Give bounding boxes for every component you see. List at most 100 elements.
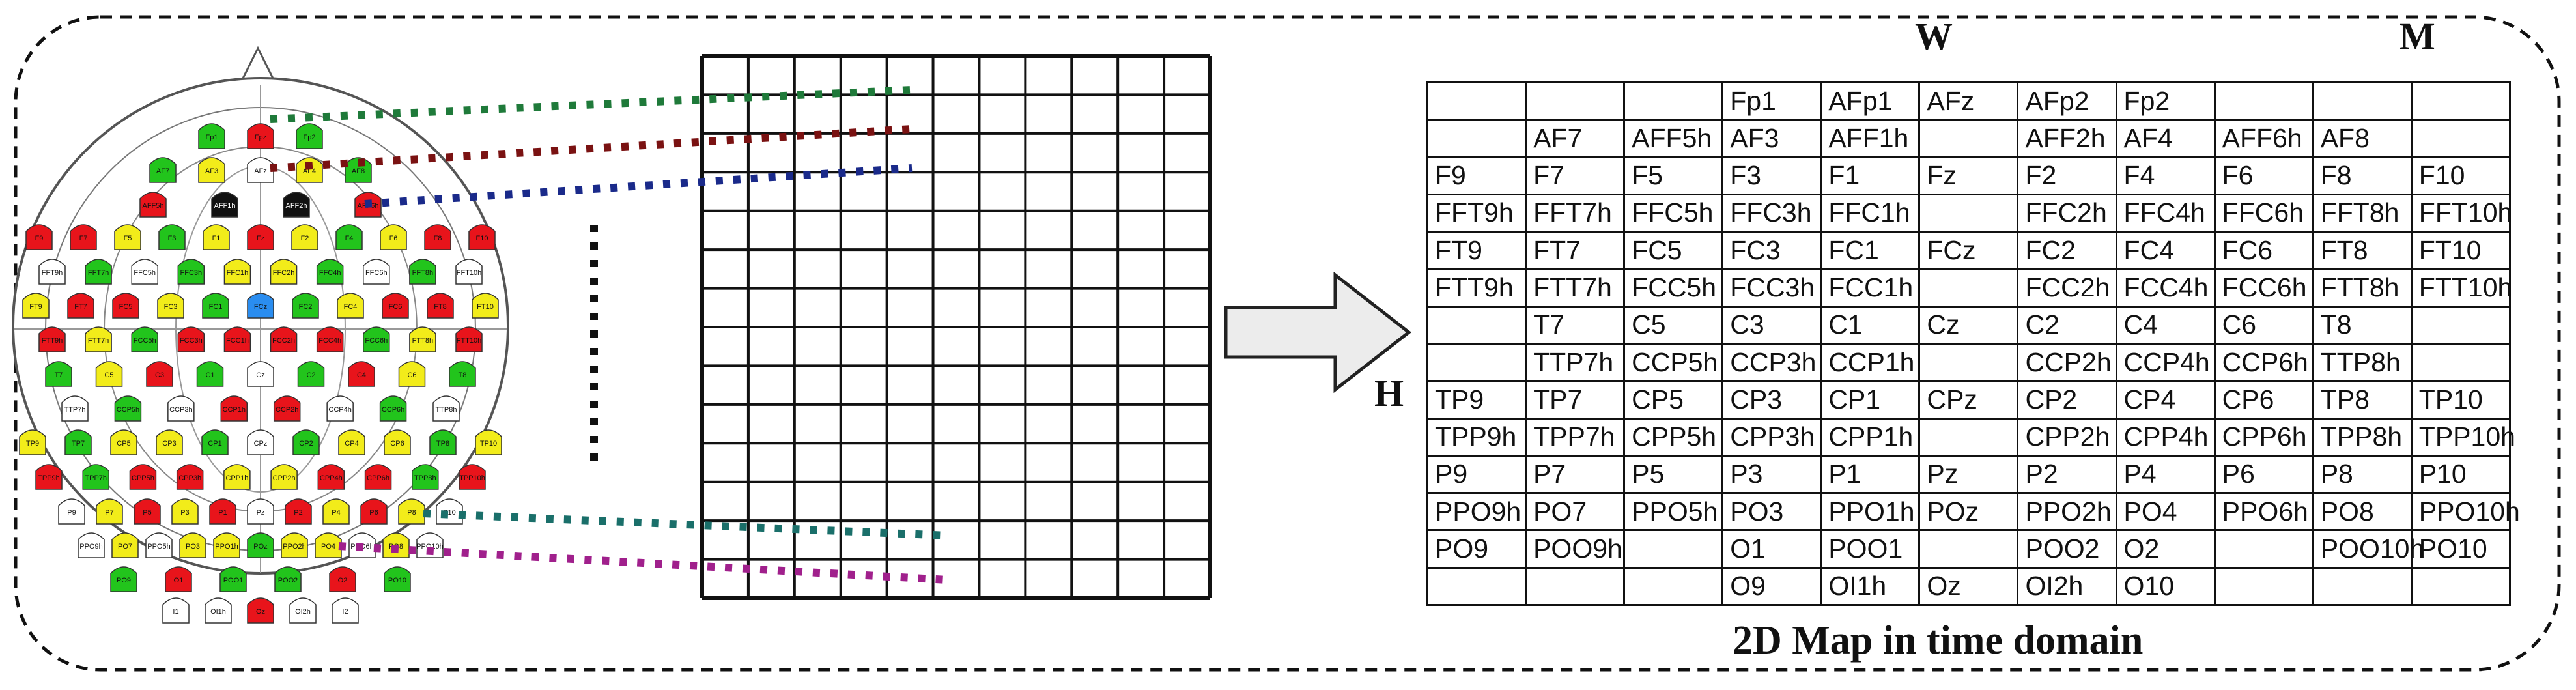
electrode-marker [455,259,483,285]
electrode-label: PPO10h [416,543,444,551]
electrode-label: FTT7h [88,337,109,345]
electrode-label: P1 [218,509,227,517]
electrode-ft7: FT7 [67,293,94,319]
table-cell [1426,566,1527,607]
electrode-label: CCP5h [117,406,139,414]
electrode-label: CP4 [345,440,358,448]
table-cell: FT10 [2410,231,2512,270]
electrode-marker [292,293,319,319]
table-cell: P2 [2017,454,2117,495]
channel-traces [270,86,948,584]
table-cell: FFT8h [2312,193,2413,233]
electrode-marker [202,293,229,319]
electrode-label: FFC6h [365,269,388,277]
electrode-marker [177,326,205,352]
electrode-marker [96,498,123,525]
table-cell: PO8 [2312,492,2413,532]
electrode-ccp4h: CCP4h [326,395,354,422]
electrode-label: I2 [342,608,348,616]
electrode-marker [329,566,356,592]
table-cell: POz [1918,492,2019,532]
electrode-label: C3 [155,371,164,379]
electrode-marker [285,498,312,525]
electrode-marker [322,498,350,525]
electrode-marker [379,395,407,422]
electrode-label: POO2 [278,577,298,584]
table-cell: FFC6h [2213,193,2314,233]
electrode-marker [432,395,460,422]
electrode-label: TPP9h [38,474,60,482]
electrode-label: F1 [212,235,221,242]
electrode-label: FFC1h [227,269,249,277]
table-cell: FFC3h [1721,193,1822,233]
electrode-label: PPO2h [283,543,305,551]
table-cell: F8 [2312,156,2413,195]
electrode-poo1: POO1 [219,566,247,592]
electrode-marker [82,464,109,490]
electrode-ppo2h: PPO2h [281,532,308,558]
electrode-marker [131,259,158,285]
electrode-label: FFT9h [42,269,63,277]
table-cell: FFT9h [1426,193,1527,233]
electrode-ffc4h: FFC4h [316,259,344,285]
table-cell [2410,566,2512,607]
electrode-marker [131,326,158,352]
table-cell: CPP3h [1721,417,1822,457]
electrode-cp6: CP6 [384,429,411,455]
electrode-label: F8 [434,235,442,242]
electrode-marker [247,597,274,624]
electrode-fpz: Fpz [247,123,274,149]
electrode-af7: AF7 [149,157,177,183]
table-cell: CCP2h [2017,342,2117,382]
electrode-marker [283,192,310,218]
table-cell: Cz [1918,305,2019,345]
table-cell: TP10 [2410,380,2512,420]
table-cell: CPP5h [1623,417,1724,457]
electrode-label: C5 [104,371,113,379]
electrode-marker [296,157,323,183]
electrode-marker [213,532,240,558]
table-cell: F2 [2017,156,2117,195]
table-cell: FCC2h [2017,268,2117,308]
table-cell: PPO10h [2410,492,2520,532]
electrode-label: F10 [476,235,488,242]
electrode-marker [171,498,199,525]
electrode-label: TPP7h [85,474,107,482]
electrode-marker [289,597,317,624]
electrode-f7: F7 [70,224,97,250]
table-cell: FCC5h [1623,268,1724,308]
electrode-ttp8h: TTP8h [432,395,460,422]
table-cell: FFC4h [2115,193,2216,233]
table-cell: FC3 [1721,231,1822,270]
table-cell: PO7 [1525,492,1626,532]
electrode-marker [112,293,139,319]
electrode-cpp3h: CPP3h [176,464,204,490]
electrode-label: P8 [407,509,416,517]
electrode-marker [449,361,476,387]
electrode-label: FT8 [434,303,447,311]
table-cell: PO3 [1721,492,1822,532]
table-cell: AFF1h [1820,119,1921,158]
electrode-marker [247,361,274,387]
table-cell: PPO6h [2213,492,2314,532]
electrode-marker [247,123,274,149]
electrode-label: AFF2h [285,202,307,210]
electrode-marker [38,326,66,352]
electrode-marker [198,157,225,183]
electrode-marker [332,597,359,624]
electrode-marker [110,429,137,455]
table-cell: O9 [1721,566,1822,607]
electrode-tp7: TP7 [64,429,92,455]
electrode-marker [384,429,411,455]
electrode-label: FFT7h [88,269,109,277]
table-cell: AFF5h [1623,119,1724,158]
electrode-marker [58,498,85,525]
electrode-marker [162,597,190,624]
table-cell: AF3 [1721,119,1822,158]
electrode-label: FC5 [119,303,133,311]
table-cell [1426,305,1527,345]
channel-trace [364,164,913,208]
electrode-label: FCC2h [272,337,295,345]
electrode-marker [201,429,229,455]
